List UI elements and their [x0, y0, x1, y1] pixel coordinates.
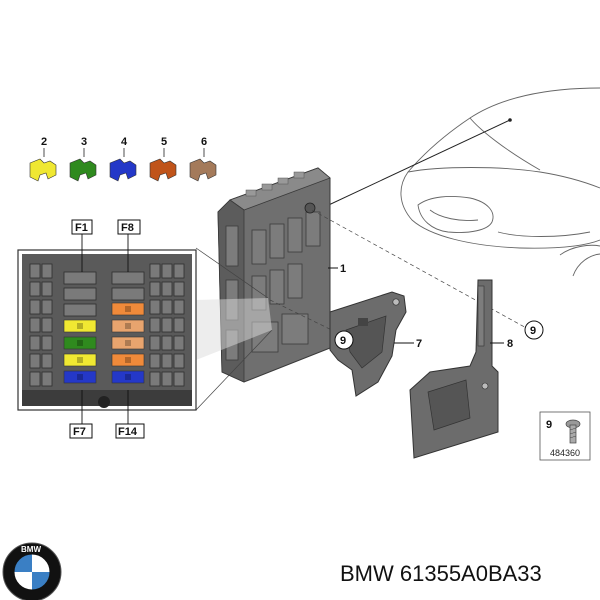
fuse-panel [17, 249, 197, 411]
panel-slot [161, 317, 173, 333]
left-column-fuse [63, 336, 97, 350]
fuse-variant-label: 4 [121, 136, 128, 148]
panel-label-f8: F8 [121, 222, 134, 234]
panel-slot [149, 299, 161, 315]
blade-fuse-icon [29, 158, 57, 182]
bmw-logo: BMW [2, 542, 62, 600]
panel-slot [161, 353, 173, 369]
panel-slot [173, 317, 185, 333]
callout-holder: 8 [507, 338, 513, 350]
panel-slot [173, 335, 185, 351]
panel-slot [149, 353, 161, 369]
fuse-variant-4: 4 [109, 136, 137, 182]
right-column-fuse [111, 370, 145, 384]
fuse-variant-6: 6 [189, 136, 217, 182]
panel-slot [29, 371, 41, 387]
panel-label-f1: F1 [75, 222, 88, 234]
zoom-lines [195, 247, 273, 411]
panel-slot [173, 353, 185, 369]
panel-slot [161, 371, 173, 387]
svg-text:9: 9 [340, 335, 346, 347]
fuse-variant-label: 6 [201, 136, 207, 148]
right-column-fuse [111, 336, 145, 350]
panel-slot [41, 263, 53, 279]
panel-slot [149, 317, 161, 333]
left-column-fuse [63, 353, 97, 367]
panel-slot [41, 317, 53, 333]
location-pointer-dot [508, 118, 512, 122]
car-outline [400, 87, 600, 277]
panel-slot [161, 335, 173, 351]
fuse-variant-3: 3 [69, 136, 97, 182]
panel-label-f7: F7 [73, 426, 86, 438]
fuse-variant-label: 5 [161, 136, 167, 148]
panel-slot [161, 263, 173, 279]
panel-slot [149, 263, 161, 279]
location-pointer-line [317, 119, 511, 211]
bracket[interactable] [329, 291, 407, 397]
panel-slot [111, 287, 145, 301]
right-column-fuse [111, 319, 145, 333]
fuse-variant-label: 2 [41, 136, 47, 148]
assembly-axis-lines [269, 209, 531, 335]
svg-text:9: 9 [530, 325, 536, 337]
panel-slot [41, 281, 53, 297]
fuse-variant-2: 2 [29, 136, 57, 182]
panel-slot [29, 299, 41, 315]
panel-slot [161, 299, 173, 315]
callout-module: 1 [340, 263, 346, 275]
panel-slot [41, 299, 53, 315]
panel-slot [173, 371, 185, 387]
panel-slot [41, 353, 53, 369]
screw-icon [565, 419, 581, 444]
panel-slot [63, 271, 97, 285]
panel-slot [29, 317, 41, 333]
panel-slot [173, 281, 185, 297]
part-number: BMW 61355A0BA33 [340, 561, 542, 586]
blade-fuse-icon [189, 158, 217, 182]
fuse-variant-5: 5 [149, 136, 177, 182]
panel-slot [161, 281, 173, 297]
blade-fuse-icon [69, 158, 97, 182]
panel-slot [29, 335, 41, 351]
holder[interactable] [409, 279, 499, 459]
panel-slot [29, 281, 41, 297]
right-column-fuse [111, 302, 145, 316]
screw-box-number: 9 [546, 419, 552, 431]
blade-fuse-icon [109, 158, 137, 182]
fuse-variants: 2 3 4 5 6 [29, 136, 217, 182]
panel-slot [63, 287, 97, 301]
panel-slot [41, 335, 53, 351]
panel-slot [173, 299, 185, 315]
screw-box-code: 484360 [550, 448, 580, 458]
fuse-variant-label: 3 [81, 136, 87, 148]
screw-detail-box: 9 484360 [539, 411, 591, 461]
callout-bracket: 7 [416, 338, 422, 350]
blade-fuse-icon [149, 158, 177, 182]
panel-slot [173, 263, 185, 279]
panel-label-f14: F14 [118, 426, 138, 438]
right-column-fuse [111, 353, 145, 367]
left-column-fuse [63, 370, 97, 384]
panel-slot [63, 303, 97, 317]
panel-slot [111, 271, 145, 285]
screw-callout-left: 9 [334, 330, 354, 350]
panel-slot [29, 263, 41, 279]
screw-callout-right: 9 [524, 320, 544, 340]
panel-slot [29, 353, 41, 369]
panel-slot [149, 371, 161, 387]
panel-slot [41, 371, 53, 387]
panel-slot [149, 335, 161, 351]
panel-slot [149, 281, 161, 297]
bmw-logo-text: BMW [21, 545, 41, 554]
left-column-fuse [63, 319, 97, 333]
